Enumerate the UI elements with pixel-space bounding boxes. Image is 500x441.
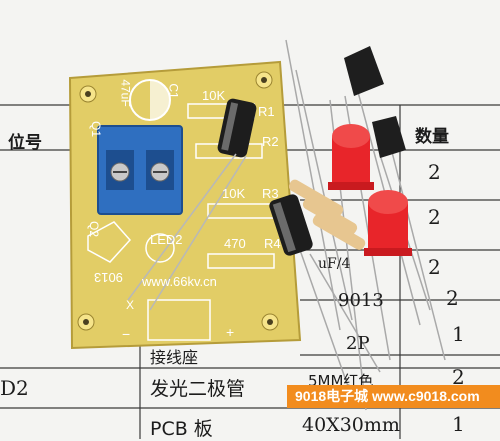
- silk-q1: Q1: [89, 120, 104, 138]
- quantity-row-4: 2: [446, 286, 459, 310]
- led-right: [364, 190, 412, 256]
- quantity-row-3: 2: [428, 255, 441, 279]
- terminal-block: [97, 125, 183, 215]
- silk-x: X: [126, 298, 135, 312]
- fragment-2p: 2P: [346, 333, 370, 354]
- resistor-loose-2: [302, 197, 358, 235]
- silk-plus: +: [226, 324, 235, 340]
- silk-url: www.66kv.cn: [142, 274, 217, 289]
- row-desc-led: 发光二极管: [150, 378, 246, 400]
- silk-r4-ref: R4: [264, 236, 281, 251]
- silk-r1-ref: R1: [258, 104, 275, 119]
- silk-r3-value: 10K: [222, 186, 246, 201]
- silk-c1: C1: [166, 83, 181, 99]
- silk-r4-value: 470: [224, 236, 246, 251]
- silk-r3-ref: R3: [262, 186, 279, 201]
- silk-q2: Q2: [87, 220, 102, 238]
- fragment-uf: uF/4: [318, 256, 351, 272]
- resistor-loose-3: [312, 214, 366, 250]
- silk-cap-label: 47uF: [118, 79, 133, 107]
- capacitor-on-board: [127, 98, 257, 311]
- quantity-row-2: 2: [428, 205, 441, 229]
- table-header-quantity: 数量: [415, 127, 449, 147]
- fragment-terminal: 接线座: [150, 348, 199, 367]
- quantity-row-5: 1: [452, 322, 465, 346]
- quantity-row-1: 2: [428, 160, 441, 184]
- quantity-row-6: 2: [452, 365, 465, 389]
- silk-r2-ref: R2: [262, 134, 279, 149]
- resistor-loose-1: [288, 179, 344, 217]
- silk-led: LED2: [150, 232, 183, 247]
- silk-minus: −: [122, 326, 131, 342]
- silk-r1-value: 10K: [202, 88, 226, 103]
- watermark-banner: 9018电子城 www.c9018.com: [287, 385, 500, 408]
- row-ref-d2: D2: [0, 376, 29, 400]
- fragment-9013: 9013: [338, 290, 384, 311]
- led-left: [328, 124, 374, 190]
- table-header-position: 位号: [8, 133, 42, 153]
- capacitor-loose: [269, 194, 313, 256]
- quantity-row-7: 1: [452, 412, 465, 436]
- row-spec-pcb: 40X30mm: [302, 414, 400, 436]
- transistor-top: [344, 46, 384, 96]
- transistor-right: [372, 116, 406, 158]
- row-desc-pcb: PCB 板: [150, 418, 213, 440]
- silk-9013: 9013: [94, 270, 123, 285]
